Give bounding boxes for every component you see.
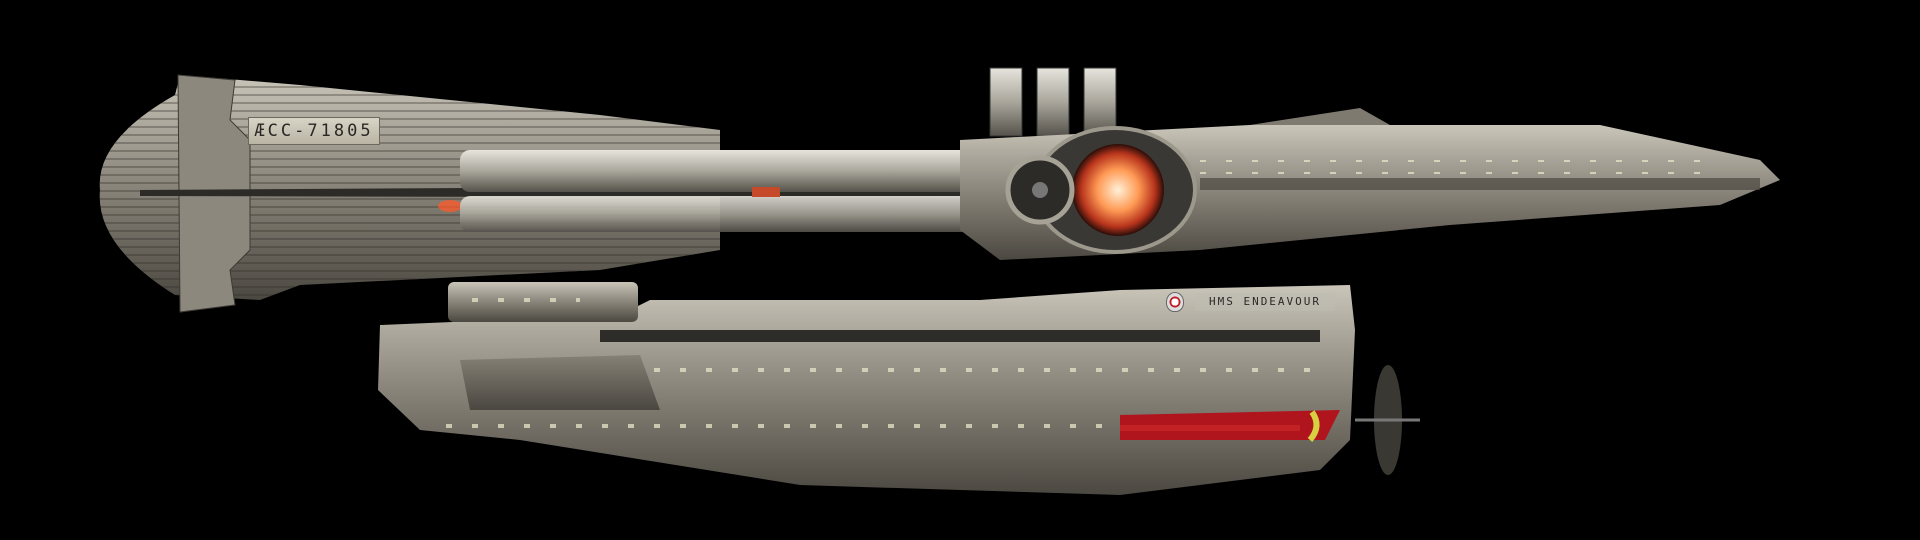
lower-main-hull xyxy=(378,285,1355,495)
rear-dish xyxy=(1355,365,1420,475)
crest-emblem-icon xyxy=(1166,292,1184,312)
registry-label: ÆCC-71805 xyxy=(248,117,380,145)
rear-nacelle xyxy=(99,74,960,313)
smokestacks xyxy=(989,67,1117,137)
deck-module xyxy=(448,282,638,322)
ship-name-label: HMS ENDEAVOUR xyxy=(1195,293,1335,311)
spine-tube xyxy=(460,150,1020,232)
engine-core xyxy=(1005,126,1197,254)
